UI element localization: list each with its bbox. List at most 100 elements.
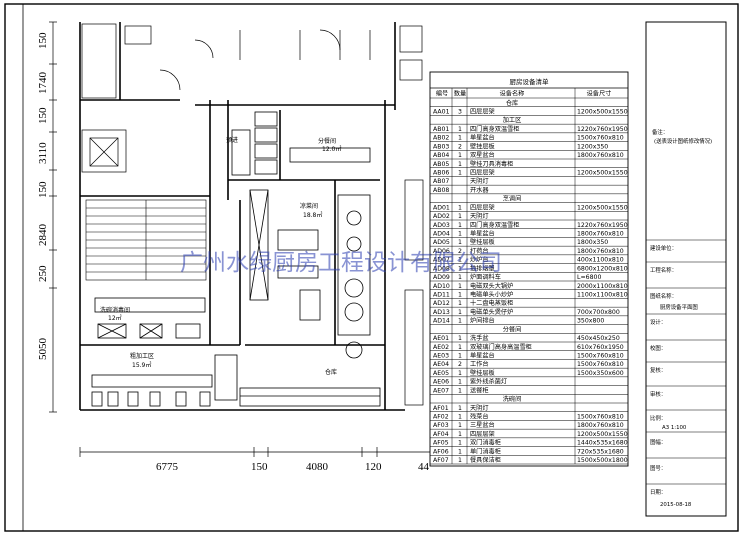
room-dish-label: 分餐间: [318, 137, 336, 145]
cell-size: 6800x1200x810: [577, 265, 628, 272]
cell-size: 1800x760x810: [577, 248, 624, 255]
room-dish-area: 12.0㎡: [322, 145, 341, 153]
cell-name: 送餐柜: [470, 386, 489, 394]
room-prep-label: 预进: [226, 136, 238, 144]
cell-qty: 2: [458, 361, 462, 368]
cell-qty: 1: [458, 318, 462, 325]
cell-code: AB05: [433, 161, 449, 168]
table-section-row: 洗碗间: [503, 395, 522, 403]
cell-size: 720x535x1680: [577, 448, 624, 455]
cell-code: AD09: [433, 274, 450, 281]
cell-qty: 1: [458, 335, 462, 342]
dim-left-3: 150: [37, 107, 49, 124]
cell-code: AE04: [433, 361, 449, 368]
section-name: 加工区: [503, 116, 522, 124]
cell-qty: 1: [458, 126, 462, 133]
col-header-code: 编号: [436, 90, 448, 98]
col-header-qty: 数量: [454, 90, 466, 98]
cell-size: 1440x535x1680: [577, 440, 628, 447]
cell-qty: 1: [458, 440, 462, 447]
cell-code: AE01: [433, 335, 449, 342]
table-section-row: 烹调间: [503, 195, 522, 203]
cell-qty: 1: [458, 283, 462, 290]
cell-code: AD02: [433, 213, 450, 220]
cell-code: AD12: [433, 300, 450, 307]
cell-name: 炒炉台: [470, 256, 489, 264]
cell-name: 壁挂层板: [470, 142, 495, 150]
cell-name: 壁挂层板: [470, 369, 495, 377]
cell-qty: 3: [458, 109, 462, 116]
table-header-row: 编号 数量 设备名称 设备尺寸: [436, 90, 612, 98]
cell-size: 1200x500x1550: [577, 431, 628, 438]
cell-qty: 1: [458, 135, 462, 142]
cell-code: AE05: [433, 370, 449, 377]
cell-name: 单星盆台: [470, 230, 495, 238]
cell-name: 单星盆台: [470, 134, 495, 142]
section-name: 洗碗间: [503, 395, 522, 403]
room-rough-label: 粗加工区: [130, 352, 154, 360]
cell-code: AE02: [433, 344, 449, 351]
cell-qty: 1: [458, 353, 462, 360]
cell-code: AE07: [433, 387, 449, 394]
section-name: 分餐间: [503, 325, 522, 333]
cell-code: AB07: [433, 178, 449, 185]
cell-name: 双星盆台: [470, 151, 495, 159]
cell-qty: 1: [458, 257, 462, 264]
room-wash-label: 洗碗消毒间: [100, 306, 130, 314]
cell-name: 电磁单头小炒炉: [470, 291, 513, 299]
section-name: 仓库: [506, 99, 518, 107]
table-row: AB07 天阴灯: [433, 177, 489, 185]
cell-qty: 1: [458, 265, 462, 272]
watermark-text: 广州水绿厨房工程设计有限公司: [180, 250, 502, 276]
cell-qty: 1: [458, 457, 462, 464]
cell-size: 1800x760x810: [577, 422, 624, 429]
room-cold-area: 18.8㎡: [303, 211, 322, 219]
cell-name: 四层层架: [470, 430, 495, 438]
cell-size: 2000x1100x810: [577, 283, 628, 290]
cell-name: 四层层架: [470, 203, 495, 211]
cell-size: 1500x760x810: [577, 414, 624, 421]
dim-bottom-2: 150: [251, 461, 268, 473]
drawing-label: 图纸名称：: [650, 292, 677, 300]
cell-qty: 1: [458, 379, 462, 386]
cell-qty: 1: [458, 431, 462, 438]
cell-size: 350x800: [577, 318, 604, 325]
table-section-row: 分餐间: [503, 325, 522, 333]
dim-bottom-1: 6775: [156, 461, 179, 473]
cell-code: AD13: [433, 309, 450, 316]
cell-name: 开水器: [470, 186, 489, 194]
kitchen-floor-plan: 150 1740 150 3110 150 2840 250 5050 6775…: [37, 21, 430, 473]
cell-code: AD10: [433, 283, 450, 290]
title-block: 备注： (送表设计图纸修改情况) 建设单位： 工程名称： 图纸名称： 厨房设备平…: [645, 21, 727, 517]
cell-qty: 1: [458, 405, 462, 412]
cell-size: 1200x350: [577, 143, 608, 150]
cell-name: 洗手盆: [470, 334, 489, 342]
cell-qty: 1: [458, 274, 462, 281]
cell-size: 1800x350: [577, 239, 608, 246]
cell-code: AF02: [433, 414, 449, 421]
cell-name: 紫外线杀菌灯: [470, 378, 507, 386]
cell-name: 十二盘电蒸饭柜: [470, 299, 513, 307]
cell-name: 四门高身双温雪柜: [470, 125, 520, 133]
cell-name: 天阴灯: [470, 177, 489, 185]
cell-size: 1200x500x1550: [577, 170, 628, 177]
cell-qty: 1: [458, 231, 462, 238]
sheet-border: [4, 3, 739, 532]
cell-code: AD07: [433, 257, 450, 264]
